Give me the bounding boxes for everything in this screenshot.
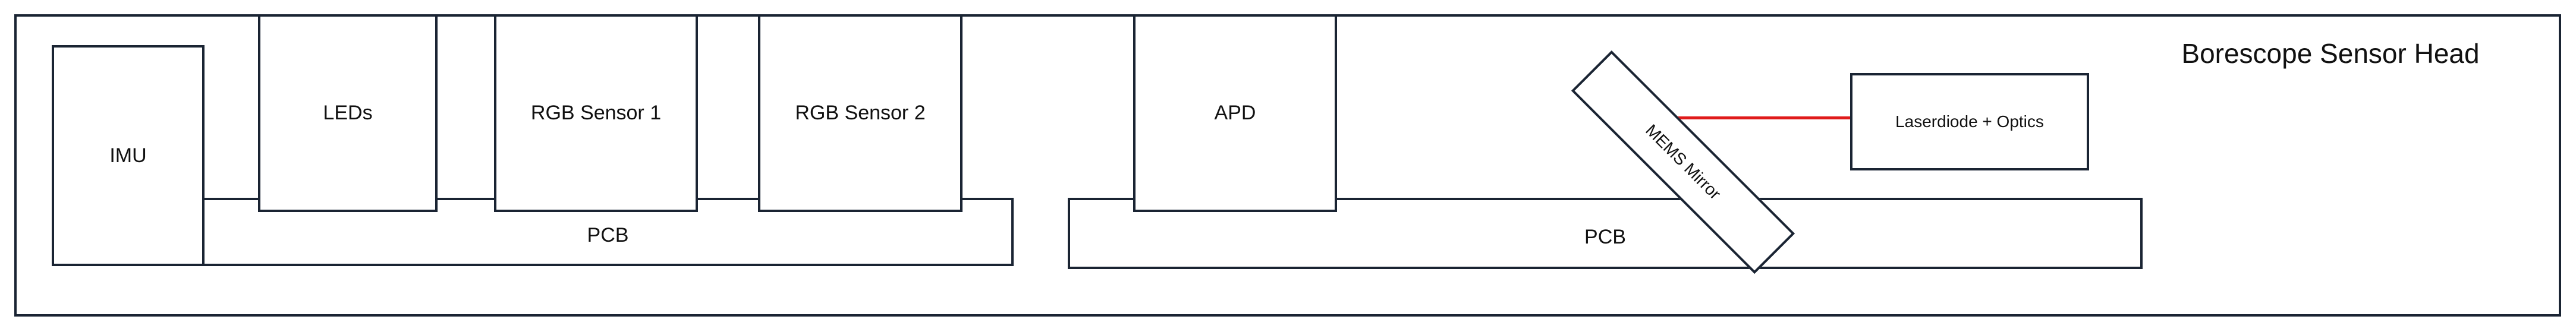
apd-label: APD	[1214, 102, 1256, 124]
rgb-sensor-1-block: RGB Sensor 1	[494, 14, 698, 212]
rgb-sensor-1-label: RGB Sensor 1	[530, 102, 662, 124]
imu-label: IMU	[109, 144, 147, 167]
pcb-right-label: PCB	[1584, 225, 1626, 248]
laserdiode-optics-block: Laserdiode + Optics	[1850, 73, 2089, 170]
imu-block: IMU	[52, 45, 205, 266]
leds-block: LEDs	[258, 14, 438, 212]
laser-beam	[1676, 116, 1851, 119]
rgb-sensor-2-block: RGB Sensor 2	[758, 14, 963, 212]
diagram-title: Borescope Sensor Head	[2181, 38, 2480, 69]
laserdiode-optics-label: Laserdiode + Optics	[1895, 112, 2044, 131]
pcb-left-label: PCB	[587, 223, 629, 246]
rgb-sensor-2-label: RGB Sensor 2	[795, 102, 926, 124]
apd-block: APD	[1133, 14, 1337, 212]
leds-label: LEDs	[323, 102, 373, 124]
